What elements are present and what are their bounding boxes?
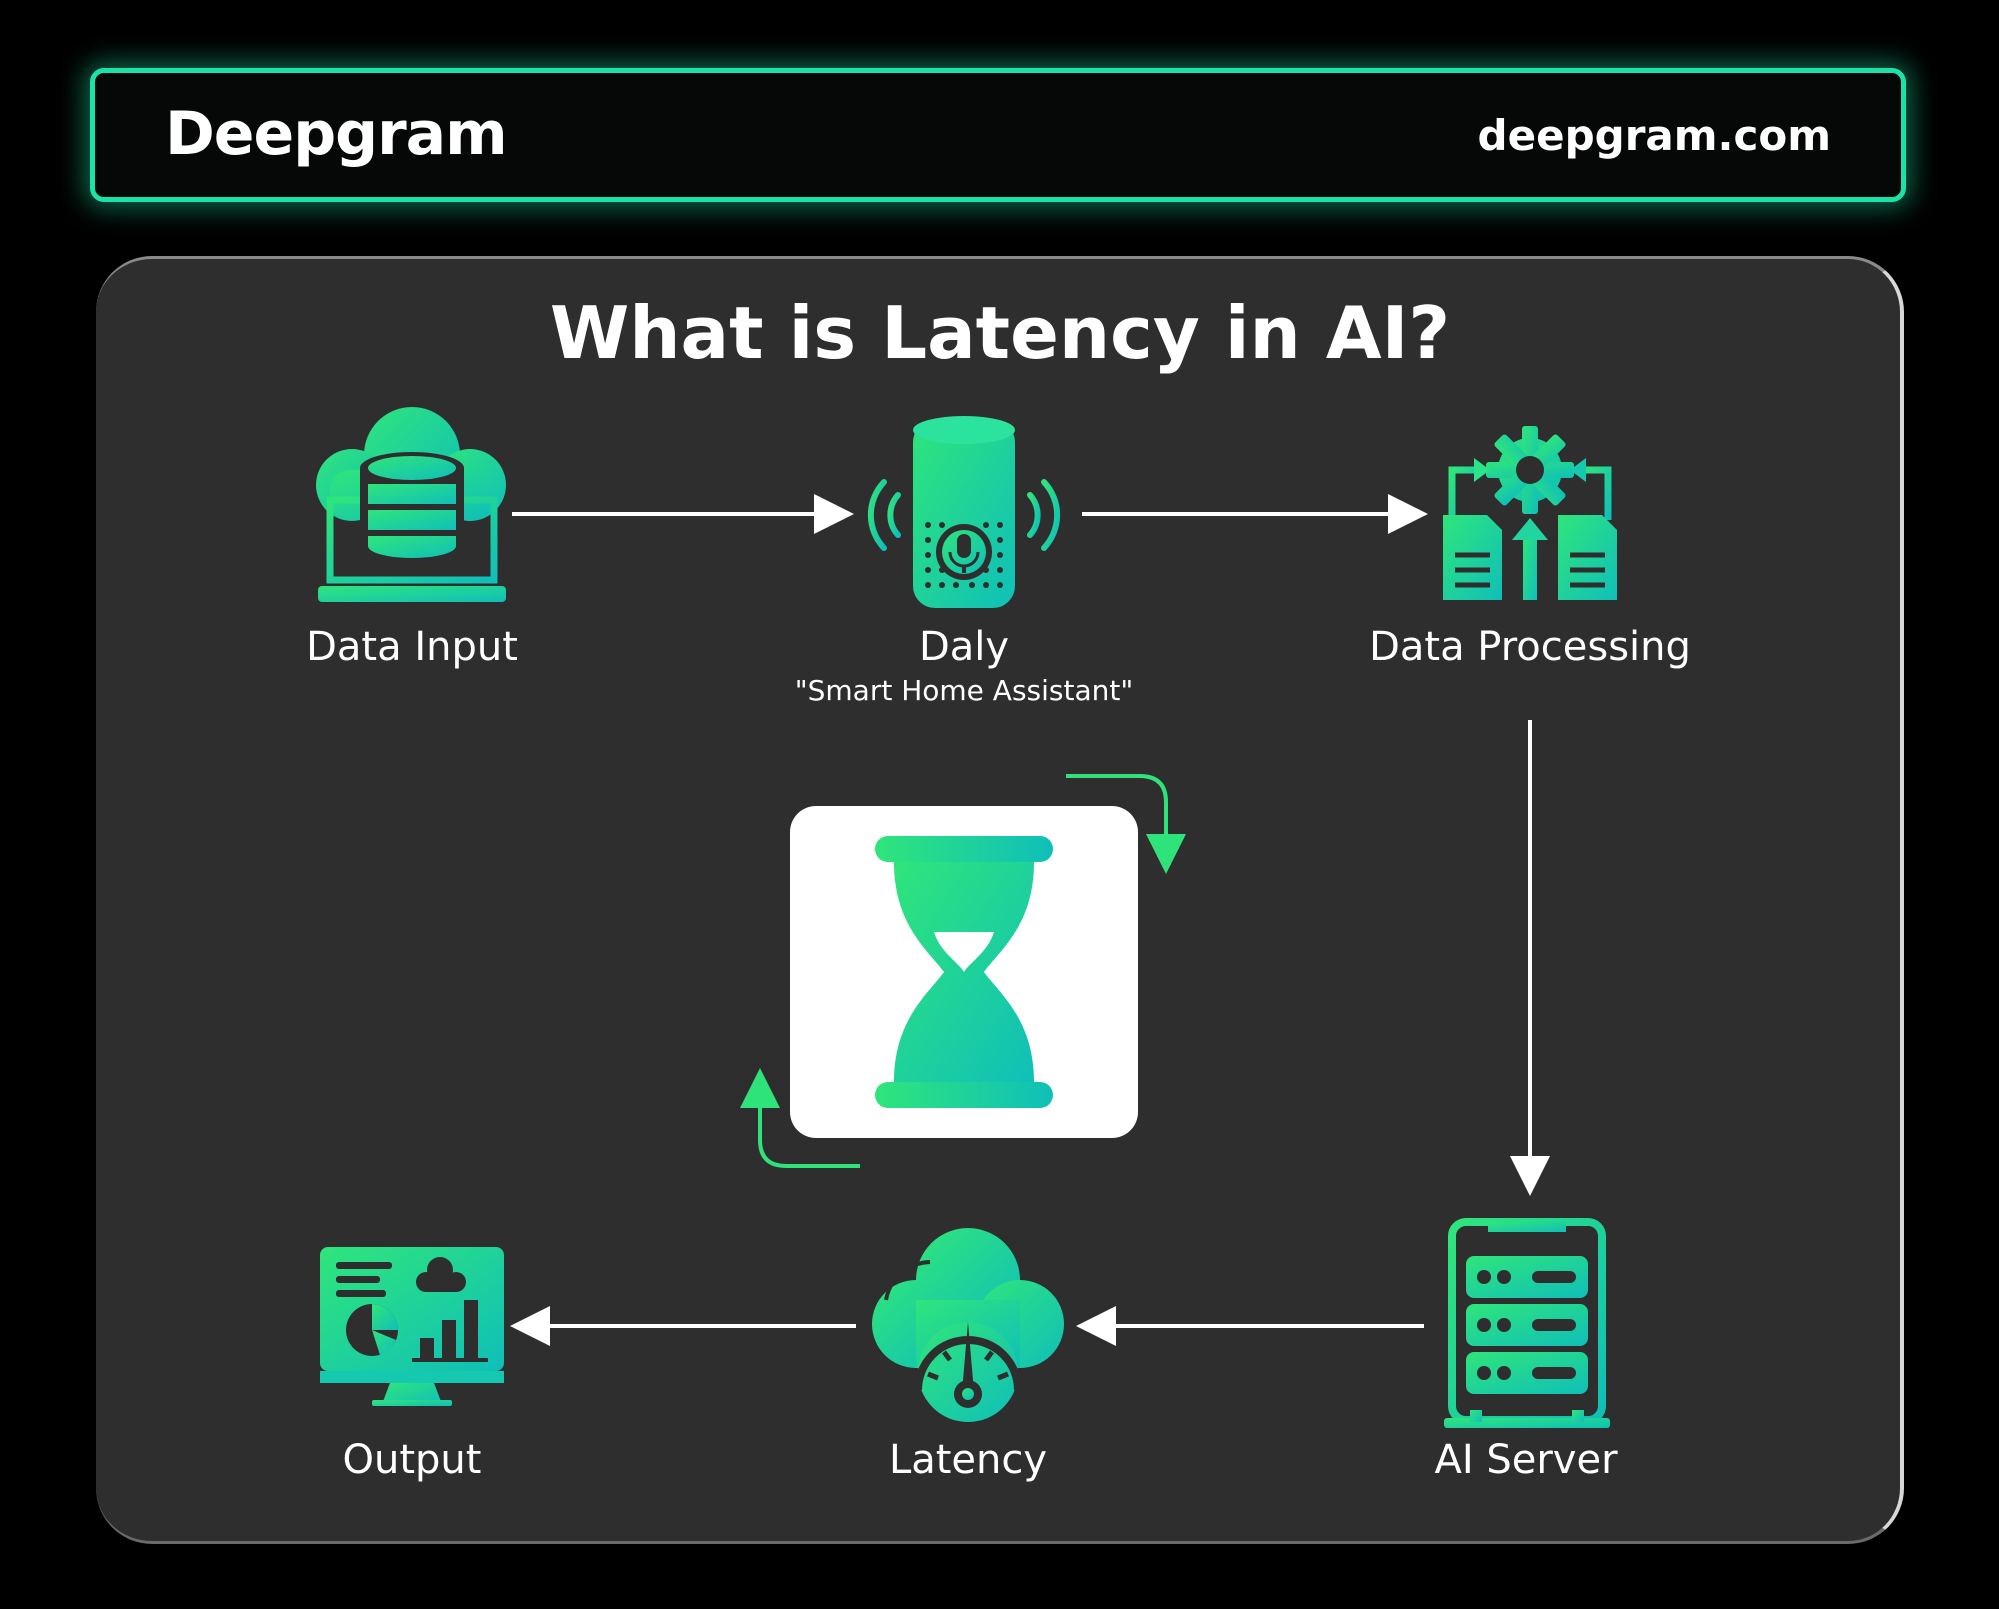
cycle-arrow-bottom-left — [740, 1068, 860, 1168]
monitor-analytics-icon — [320, 1247, 504, 1406]
cloud-database-laptop-icon — [316, 407, 506, 602]
data-processing-label: Data Processing — [1369, 624, 1691, 670]
server-rack-icon — [1444, 1218, 1610, 1428]
gear-documents-icon — [1443, 426, 1617, 600]
smart-speaker-icon — [867, 416, 1061, 608]
cycle-arrow-top-right — [1066, 774, 1186, 874]
ai-server-label: AI Server — [1434, 1437, 1618, 1483]
latency-label: Latency — [889, 1437, 1047, 1483]
data-input-label: Data Input — [306, 624, 518, 670]
site-url: deepgram.com — [1477, 111, 1831, 160]
diagram-title: What is Latency in AI? — [550, 291, 1450, 375]
cloud-gauge-icon — [872, 1228, 1064, 1422]
output-label: Output — [343, 1437, 482, 1483]
brand-logo: Deepgram — [165, 99, 508, 169]
hourglass-icon — [875, 836, 1053, 1108]
header-bar: Deepgram deepgram.com — [90, 68, 1906, 202]
daly-sublabel: "Smart Home Assistant" — [795, 674, 1134, 707]
daly-label: Daly — [919, 624, 1009, 670]
